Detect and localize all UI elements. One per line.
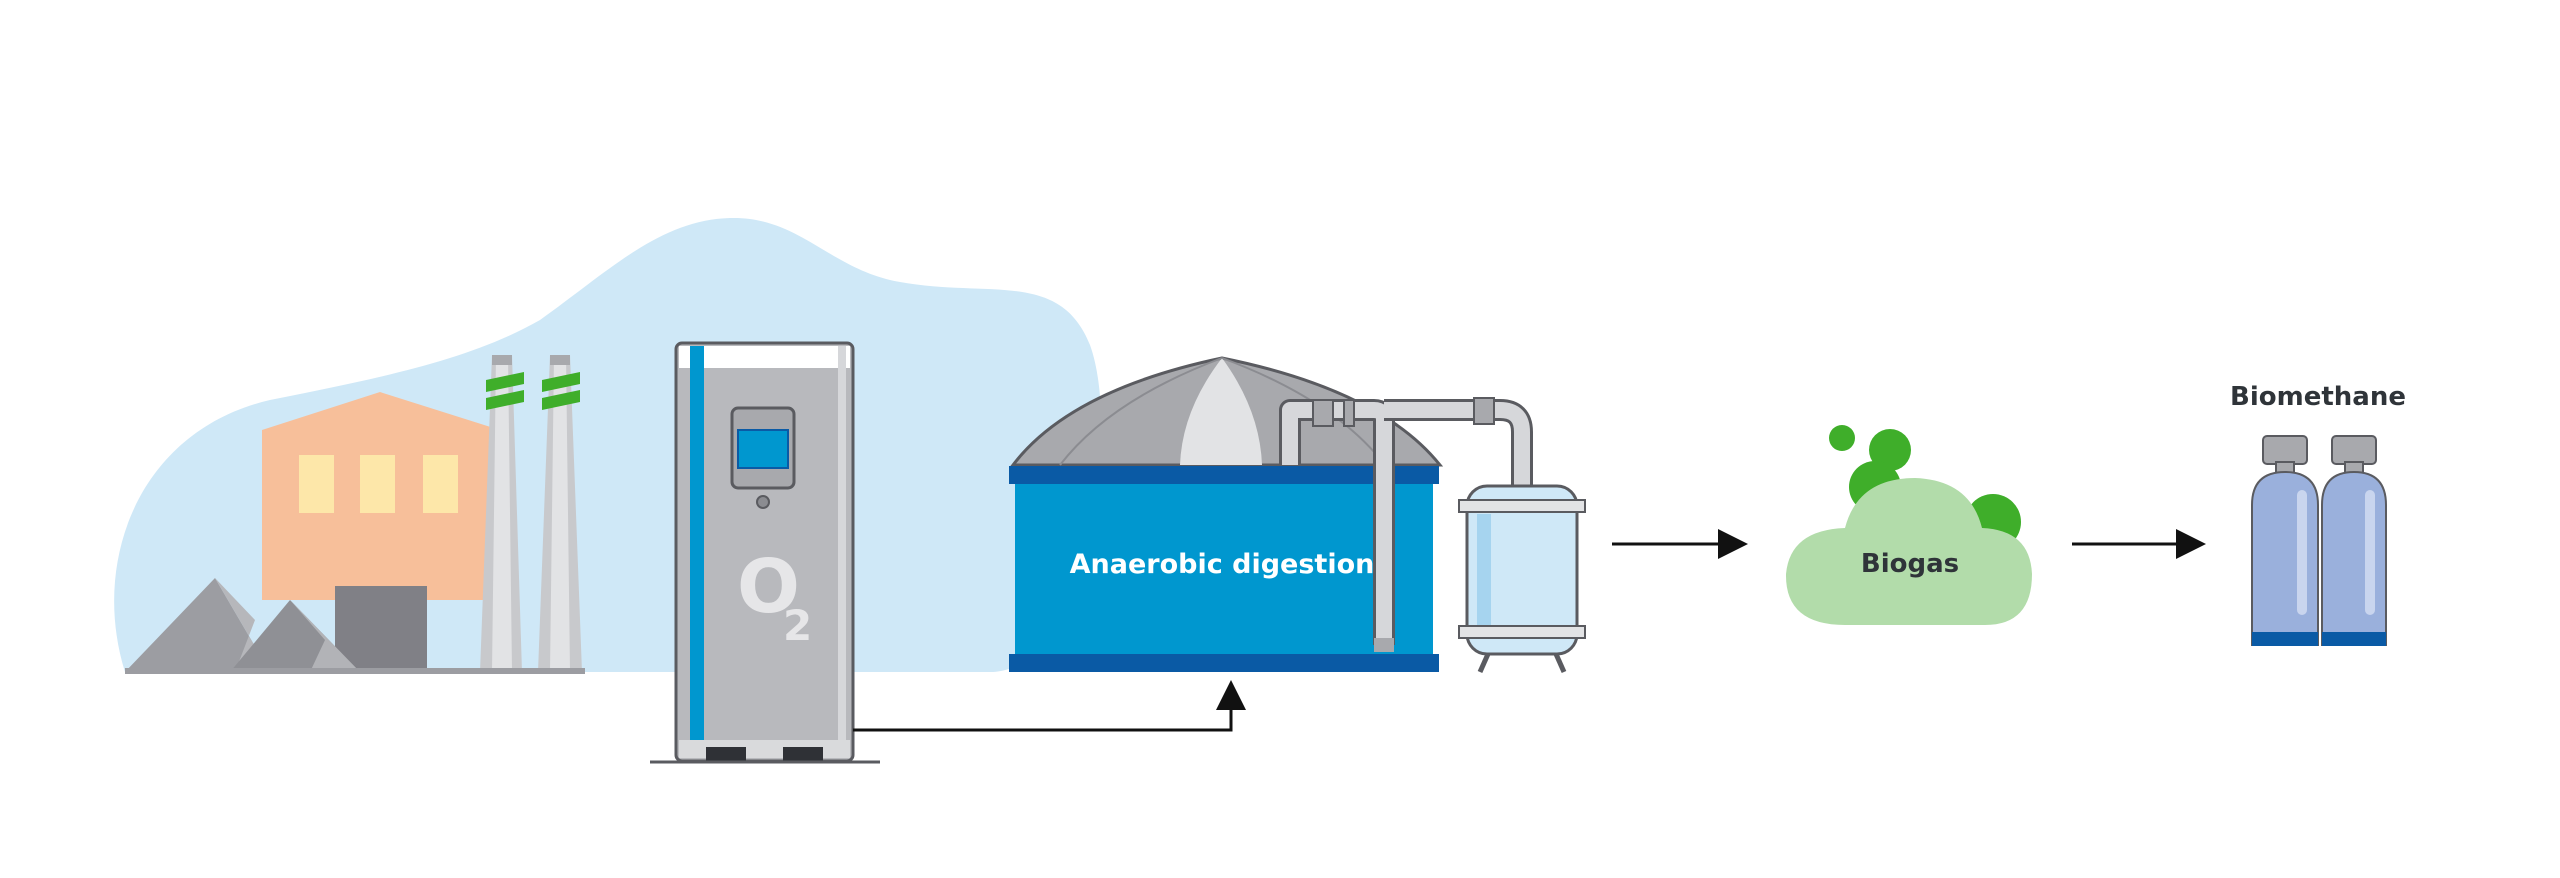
filter-vessel-icon (1458, 484, 1586, 674)
oxygen-generator-icon: O 2 (650, 341, 880, 764)
biogas-label: Biogas (1861, 549, 1959, 579)
biomethane-label: Biomethane (2230, 382, 2406, 412)
digester-label: Anaerobic digestion (1070, 549, 1375, 580)
factory-icon (125, 355, 585, 674)
arrow-oxygen-to-digester (853, 680, 1246, 732)
gas-pipe-icon (1279, 397, 1533, 652)
gas-cylinder-icon: Biomethane (2230, 382, 2406, 646)
o2-subscript: 2 (783, 601, 812, 650)
gas-cloud-icon: Biogas (1785, 425, 2032, 625)
digester-tank-icon: Anaerobic digestion (1009, 356, 1444, 672)
o2-symbol: O (737, 544, 800, 630)
